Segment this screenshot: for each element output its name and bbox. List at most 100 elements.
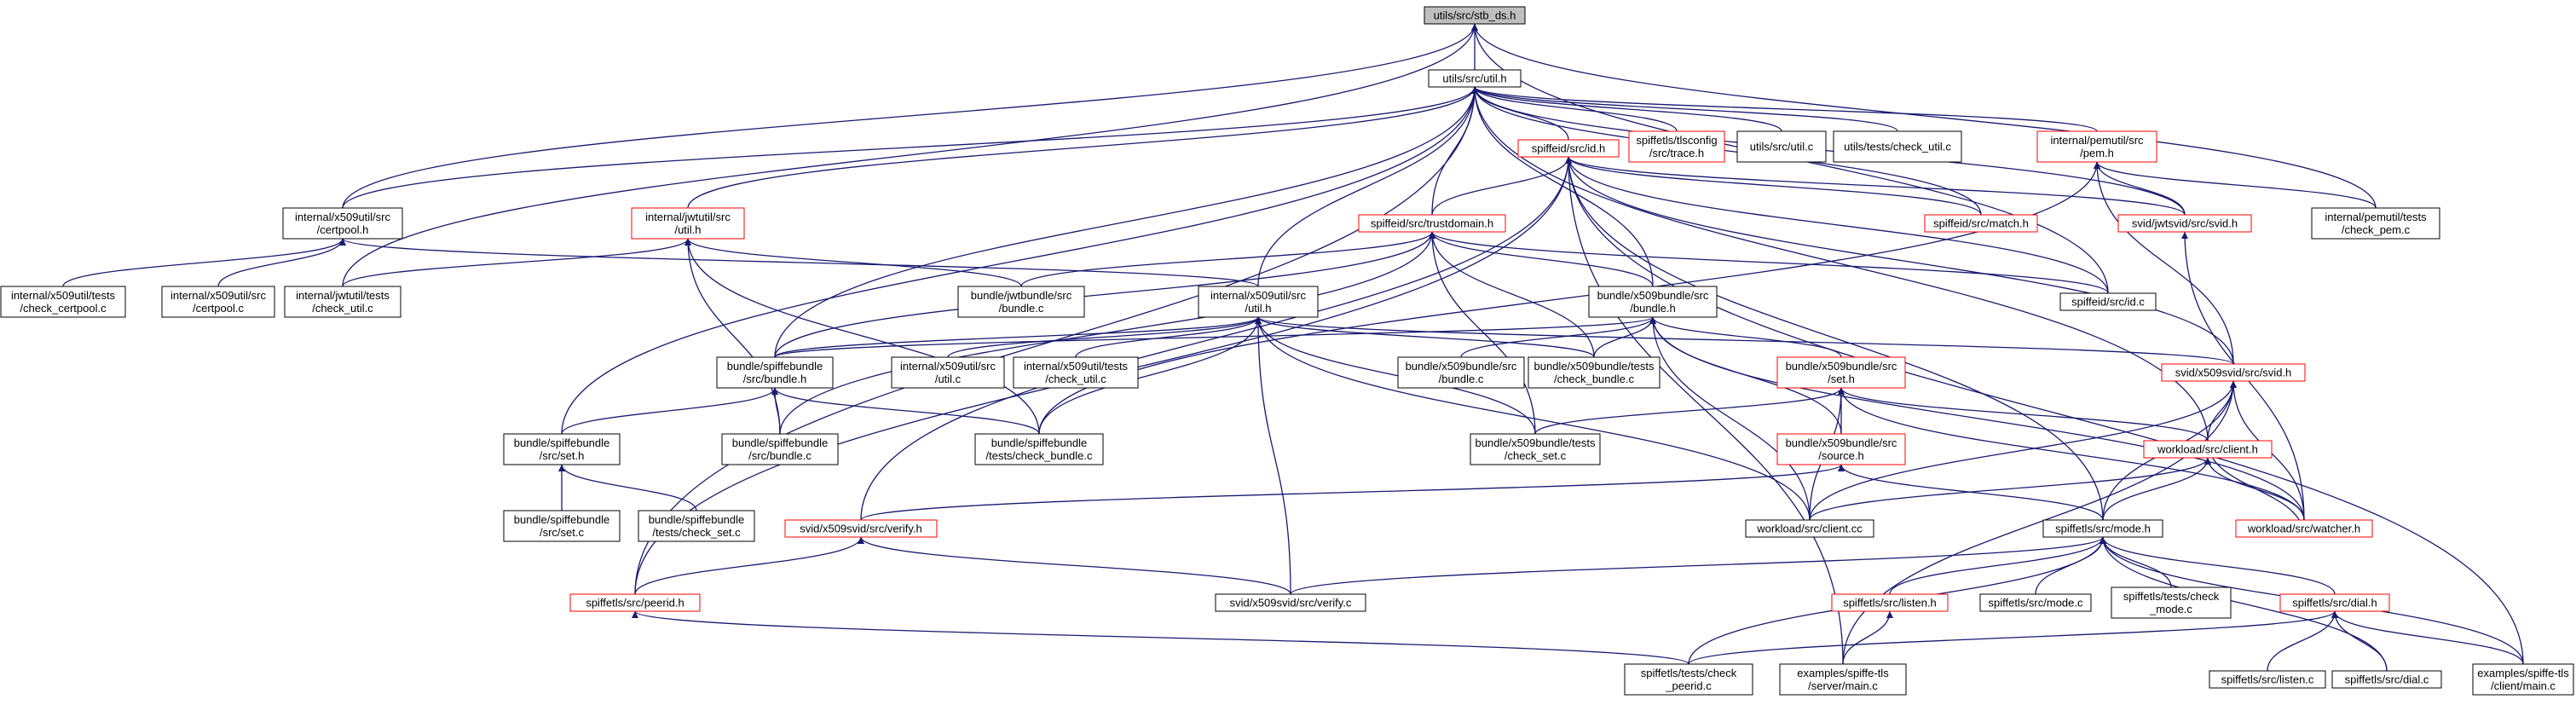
file-node-spiffeid-trustdomain-h[interactable]: spiffeid/src/trustdomain.h	[1358, 214, 1506, 233]
dependency-edge	[1649, 316, 1842, 358]
file-node-stb-ds[interactable]: utils/src/stb_ds.h	[1424, 6, 1526, 25]
file-node-x509bundle-bundle-h[interactable]: bundle/x509bundle/src/bundle.h	[1588, 286, 1718, 318]
node-label: /client/main.c	[2491, 679, 2556, 692]
file-node-jwtutil-util-h[interactable]: internal/jwtutil/src/util.h	[631, 207, 745, 240]
node-box	[1776, 433, 1906, 465]
file-node-spiffetls-tlsconfig-trace-h[interactable]: spiffetls/tlsconfig/src/trace.h	[1628, 130, 1725, 163]
node-box	[503, 433, 621, 465]
file-node-utils-util-c[interactable]: utils/src/util.c	[1736, 130, 1827, 163]
file-node-x509bundle-tests-check-bundle-c[interactable]: bundle/x509bundle/tests/check_bundle.c	[1528, 356, 1661, 389]
dependency-edge	[684, 238, 1040, 435]
file-node-pemutil-pem-h[interactable]: internal/pemutil/src/pem.h	[2036, 130, 2157, 163]
node-box	[1745, 519, 1874, 538]
node-box	[784, 519, 938, 538]
file-node-x509bundle-tests-check-set-c[interactable]: bundle/x509bundle/tests/check_set.c	[1470, 433, 1601, 465]
node-box	[569, 593, 701, 612]
node-label: spiffeid/src/id.h	[1532, 142, 1605, 155]
dependency-edge	[1429, 231, 2109, 294]
dependency-edge	[1471, 86, 2186, 216]
file-node-spiffebundle-set-c[interactable]: bundle/spiffebundle/src/set.c	[503, 510, 621, 542]
file-node-spiffetls-dial-c[interactable]: spiffetls/src/dial.c	[2331, 670, 2442, 689]
file-node-x509util-util-h[interactable]: internal/x509util/src/util.h	[1198, 286, 1319, 318]
dependency-edge	[774, 86, 1478, 358]
file-node-x509util-util-c[interactable]: internal/x509util/src/util.c	[891, 356, 1005, 389]
node-label: /bundle.h	[1630, 302, 1676, 315]
node-label: internal/pemutil/src	[2050, 134, 2144, 147]
file-node-spiffetls-listen-h[interactable]: spiffetls/src/listen.h	[1831, 593, 1949, 612]
file-node-spiffetls-tests-check-mode-c[interactable]: spiffetls/tests/check_mode.c	[2111, 587, 2232, 619]
file-node-jwtbundle-bundle-c[interactable]: bundle/jwtbundle/src/bundle.c	[957, 286, 1085, 318]
dependency-edge	[634, 536, 864, 595]
file-node-x509util-tests-check-util-c[interactable]: internal/x509util/tests/check_util.c	[1013, 356, 1139, 389]
node-box	[0, 286, 126, 318]
node-box	[1628, 130, 1725, 163]
node-label: svid/x509svid/src/verify.h	[800, 523, 922, 535]
file-node-x509svid-verify-h[interactable]: svid/x509svid/src/verify.h	[784, 519, 938, 538]
dependency-edge	[771, 387, 1040, 435]
file-node-x509svid-verify-c[interactable]: svid/x509svid/src/verify.c	[1215, 593, 1366, 612]
node-label: svid/jwtsvid/src/svid.h	[2132, 217, 2238, 230]
file-node-x509util-certpool-c[interactable]: internal/x509util/src/certpool.c	[161, 286, 275, 318]
node-label: /util.c	[935, 373, 962, 385]
file-node-x509bundle-bundle-c[interactable]: bundle/x509bundle/src/bundle.c	[1397, 356, 1525, 389]
file-node-x509bundle-source-h[interactable]: bundle/x509bundle/src/source.h	[1776, 433, 1906, 465]
dependency-edge	[2094, 161, 2186, 216]
file-node-spiffebundle-tests-check-bundle-c[interactable]: bundle/spiffebundle/tests/check_bundle.c	[974, 433, 1104, 465]
file-node-spiffetls-peerid-h[interactable]: spiffetls/src/peerid.h	[569, 593, 701, 612]
file-node-workload-client-h[interactable]: workload/src/client.h	[2143, 440, 2273, 459]
node-label: spiffeid/src/trustdomain.h	[1371, 217, 1493, 230]
file-node-spiffetls-mode-h[interactable]: spiffetls/src/mode.h	[2042, 519, 2163, 538]
node-box	[716, 356, 834, 389]
node-box	[631, 207, 745, 240]
dependency-edge	[558, 464, 697, 511]
file-node-spiffetls-tests-check-peerid-c[interactable]: spiffetls/tests/check_peerid.c	[1624, 663, 1753, 696]
file-node-util-h[interactable]: utils/src/util.h	[1428, 69, 1522, 88]
file-node-examples-client-main-c[interactable]: examples/spiffe-tls/client/main.c	[2472, 663, 2574, 696]
file-node-x509util-certpool-h[interactable]: internal/x509util/src/certpool.h	[282, 207, 403, 240]
node-box	[2117, 214, 2252, 233]
node-label: bundle/x509bundle/src	[1786, 436, 1897, 449]
file-node-pemutil-tests-check-pem-c[interactable]: internal/pemutil/tests/check_pem.c	[2311, 207, 2440, 240]
node-label: spiffeid/src/id.c	[2071, 296, 2145, 309]
file-node-spiffeid-match-h[interactable]: spiffeid/src/match.h	[1924, 214, 2038, 233]
dependency-edge	[1255, 316, 1811, 521]
file-node-spiffeid-id-h[interactable]: spiffeid/src/id.h	[1517, 139, 1620, 158]
file-node-examples-server-main-c[interactable]: examples/spiffe-tls/server/main.c	[1779, 663, 1907, 696]
dependency-edge	[687, 86, 1478, 209]
file-node-spiffetls-dial-h[interactable]: spiffetls/src/dial.h	[2279, 593, 2390, 612]
node-label: bundle/spiffebundle	[727, 360, 823, 373]
dependency-edge	[2267, 610, 2338, 672]
node-box	[1779, 663, 1907, 696]
dependency-edge	[1565, 156, 2234, 365]
dependency-edge	[1565, 156, 2104, 521]
file-node-x509util-tests-check-certpool-c[interactable]: internal/x509util/tests/check_certpool.c	[0, 286, 126, 318]
file-node-spiffebundle-tests-check-set-c[interactable]: bundle/spiffebundle/tests/check_set.c	[638, 510, 755, 542]
file-node-spiffebundle-bundle-h[interactable]: bundle/spiffebundle/src/bundle.h	[716, 356, 834, 389]
file-node-spiffeid-id-c[interactable]: spiffeid/src/id.c	[2059, 292, 2157, 311]
node-label: spiffetls/src/mode.c	[1988, 597, 2083, 610]
node-label: /src/set.c	[540, 526, 585, 539]
file-node-spiffetls-listen-c[interactable]: spiffetls/src/listen.c	[2209, 670, 2326, 689]
file-node-jwtsvid-svid-h[interactable]: svid/jwtsvid/src/svid.h	[2117, 214, 2252, 233]
file-node-x509bundle-set-h[interactable]: bundle/x509bundle/src/set.h	[1776, 356, 1906, 389]
file-node-x509svid-svid-h[interactable]: svid/x509svid/src/svid.h	[2161, 363, 2306, 382]
node-label: /server/main.c	[1808, 679, 1878, 692]
dependency-edge	[2099, 536, 2388, 672]
node-label: /tests/check_bundle.c	[985, 449, 1093, 462]
file-node-jwtutil-tests-check-util-c[interactable]: internal/jwtutil/tests/check_util.c	[284, 286, 401, 318]
node-label: spiffetls/src/mode.h	[2055, 523, 2151, 535]
node-label: /util.h	[1245, 302, 1271, 315]
node-label: spiffetls/src/peerid.h	[586, 597, 684, 610]
file-node-workload-client-cc[interactable]: workload/src/client.cc	[1745, 519, 1874, 538]
node-box	[2161, 363, 2306, 382]
file-node-workload-watcher-h[interactable]: workload/src/watcher.h	[2235, 519, 2373, 538]
dependency-edge	[860, 156, 1572, 521]
file-node-spiffetls-mode-c[interactable]: spiffetls/src/mode.c	[1979, 593, 2092, 612]
file-node-utils-tests-check-util-c[interactable]: utils/tests/check_util.c	[1833, 130, 1962, 163]
dependency-edge	[2094, 161, 2377, 209]
node-label: utils/tests/check_util.c	[1844, 141, 1951, 153]
file-node-spiffebundle-bundle-c[interactable]: bundle/spiffebundle/src/bundle.c	[721, 433, 839, 465]
node-label: workload/src/client.cc	[1756, 523, 1863, 535]
dependency-edge	[860, 464, 1845, 521]
file-node-spiffebundle-set-h[interactable]: bundle/spiffebundle/src/set.h	[503, 433, 621, 465]
